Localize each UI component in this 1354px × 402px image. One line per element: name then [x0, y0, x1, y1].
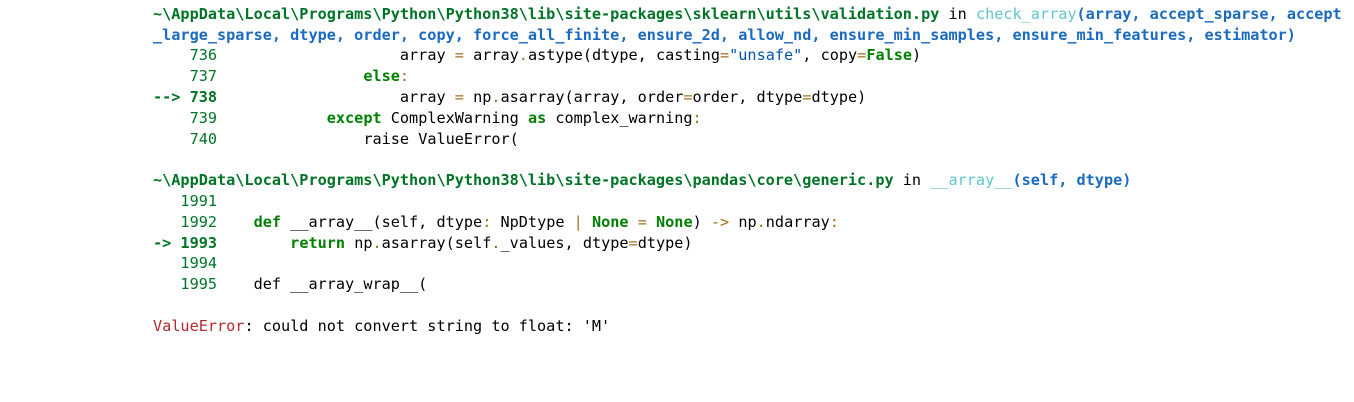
code-token: asarray(array, order [500, 87, 684, 106]
line-number: 736 [153, 46, 218, 65]
code-indent: array [217, 46, 455, 65]
code-token: array [463, 46, 519, 65]
error-type: ValueError [153, 316, 245, 335]
code-token: astype(dtype, casting [527, 46, 720, 65]
code-indent [217, 275, 254, 293]
code-line: --> 738 array = np.asarray(array, order=… [153, 87, 1348, 108]
frame-header-validation: ~\AppData\Local\Programs\Python\Python38… [153, 4, 1348, 46]
blank-line [153, 295, 1348, 316]
line-number: 1992 [153, 212, 218, 231]
code-token: else [363, 67, 400, 86]
frame-function-name: check_array [975, 4, 1077, 23]
code-indent [217, 213, 254, 231]
frame-in-word: in [893, 171, 931, 190]
code-token: complex_warning [546, 108, 693, 127]
frame-signature: (self, dtype) [1012, 171, 1132, 190]
code-token: = [454, 87, 464, 106]
code-token: : [829, 212, 839, 231]
code-indent: array [217, 87, 455, 106]
code-token: raise ValueError( [363, 129, 519, 148]
code-token: as [527, 108, 547, 127]
code-token [629, 213, 638, 231]
code-indent [217, 109, 327, 127]
code-token: . [491, 87, 501, 106]
code-token: . [518, 46, 528, 65]
code-line: 740 raise ValueError( [153, 129, 1348, 150]
line-number: 1995 [153, 275, 218, 294]
code-token [647, 213, 656, 231]
code-line: 1991 [153, 191, 1348, 212]
frame-header-generic: ~\AppData\Local\Programs\Python\Python38… [153, 170, 1348, 191]
code-line: 1992 def __array__(self, dtype: NpDtype … [153, 212, 1348, 233]
code-line: -> 1993 return np.asarray(self._values, … [153, 233, 1348, 254]
code-token: except [326, 108, 382, 127]
traceback-output: ~\AppData\Local\Programs\Python\Python38… [153, 0, 1348, 337]
code-token: None [656, 212, 693, 231]
frame-code-lines-generic: 1991 1992 def __array__(self, dtype: NpD… [153, 191, 1348, 295]
line-number: 1991 [153, 191, 218, 210]
code-token: np [345, 233, 373, 252]
code-token: NpDtype [491, 212, 574, 231]
line-number: 739 [153, 108, 218, 127]
code-token: __array__(self, dtype [281, 212, 483, 231]
code-token: def __array_wrap__( [253, 275, 428, 294]
line-number: 1994 [153, 254, 218, 273]
code-token: = [857, 46, 867, 65]
code-token: = [637, 212, 647, 231]
code-line: 737 else: [153, 66, 1348, 87]
code-token: dtype) [637, 233, 693, 252]
current-line-marker: --> 738 [153, 87, 218, 106]
code-token: -> [710, 212, 730, 231]
code-indent [217, 67, 363, 85]
code-token: = [683, 87, 693, 106]
code-token: return [290, 233, 346, 252]
frame-signature: (array, accept_sparse, accept_large_spar… [153, 4, 1342, 44]
code-token: def [253, 212, 282, 231]
frame-file-path[interactable]: ~\AppData\Local\Programs\Python\Python38… [153, 171, 894, 190]
code-token: None [591, 212, 629, 231]
code-token: = [719, 46, 730, 65]
code-token: ComplexWarning [381, 108, 528, 127]
line-number: 740 [153, 129, 218, 148]
code-token: , copy [802, 46, 858, 65]
code-token: ) [692, 212, 711, 231]
code-line: 739 except ComplexWarning as complex_war… [153, 108, 1348, 129]
code-indent [217, 130, 363, 148]
frame-file-path[interactable]: ~\AppData\Local\Programs\Python\Python38… [153, 4, 940, 23]
code-token: = [802, 87, 812, 106]
code-line: 1995 def __array_wrap__( [153, 274, 1348, 295]
code-token: ) [912, 46, 922, 65]
blank-line [153, 149, 1348, 170]
frame-in-word: in [939, 4, 976, 23]
code-token: ndarray [765, 212, 830, 231]
code-token [583, 213, 592, 231]
code-token: . [491, 233, 501, 252]
code-token: . [372, 233, 382, 252]
code-line: 1994 [153, 253, 1348, 274]
code-token: False [866, 46, 913, 65]
code-token: = [454, 46, 464, 65]
code-token: = [628, 233, 638, 252]
code-token: dtype) [811, 87, 867, 106]
code-token: order, dtype [692, 87, 803, 106]
code-token: np [463, 87, 492, 106]
code-token: : [399, 67, 410, 86]
code-token: | [573, 212, 583, 231]
frame-code-lines-validation: 736 array = array.astype(dtype, casting=… [153, 45, 1348, 149]
code-token: np [729, 212, 757, 231]
line-number: 737 [153, 67, 218, 86]
error-message: : could not convert string to float: 'M' [244, 316, 611, 335]
code-line: 736 array = array.astype(dtype, casting=… [153, 45, 1348, 66]
code-token: : [692, 108, 702, 127]
code-token: : [482, 212, 492, 231]
error-line: ValueError: could not convert string to … [153, 316, 1348, 337]
code-token: _values, dtype [500, 233, 629, 252]
code-token: . [756, 212, 766, 231]
frame-function-name: __array__ [930, 171, 1013, 190]
code-token: "unsafe" [729, 46, 803, 65]
current-line-marker: -> 1993 [153, 233, 218, 252]
code-indent [217, 234, 290, 252]
code-token: asarray(self [381, 233, 492, 252]
